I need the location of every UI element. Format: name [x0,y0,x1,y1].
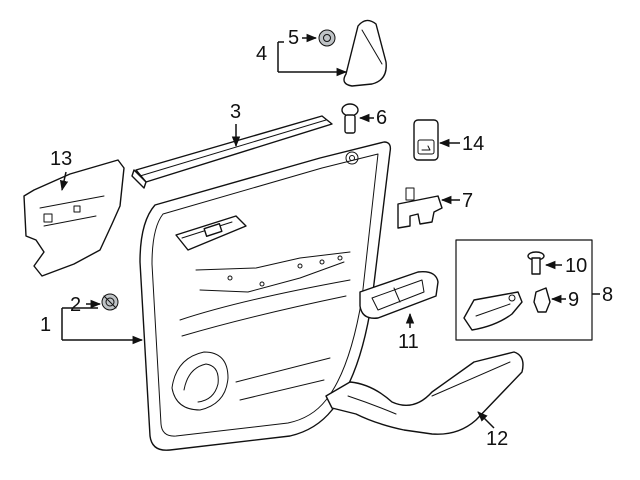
callout-label: 6 [376,107,387,129]
callout-label: 9 [568,289,579,311]
callout-label: 14 [462,133,484,155]
parts-8-group-box [455,239,593,341]
callout-label: 11 [398,331,419,353]
callout-8: 8 [592,284,613,306]
callout-label: 7 [462,190,473,212]
callout-label: 4 [256,43,267,65]
callout-label: 2 [70,294,81,316]
clip-part-2 [101,293,119,311]
callout-2: 2 [70,294,102,316]
callout-label: 1 [40,314,51,336]
pull-cup [359,271,439,319]
belt-weatherstrip [131,115,333,189]
bracket-part-7 [397,187,443,229]
callout-label: 5 [288,27,299,49]
callout-10: 10 [544,255,587,277]
callout-1: 1 [40,307,144,345]
callout-label: 12 [486,428,508,450]
window-switch [413,119,439,161]
clip-part-9 [533,287,551,313]
callout-label: 3 [230,101,241,123]
callout-11: 11 [398,312,419,353]
callout-5: 5 [288,27,318,49]
callout-label: 10 [565,255,587,277]
callout-label: 8 [602,284,613,306]
retainer-part-6 [341,103,359,134]
door-trim-panel [139,141,392,451]
callout-13: 13 [50,148,72,192]
water-deflector [23,159,125,277]
callout-7: 7 [440,190,473,212]
callout-4: 4 [256,41,348,77]
screw-part-10 [527,251,545,275]
callout-label: 13 [50,148,72,170]
armrest-pad [325,351,524,435]
callout-12: 12 [477,411,508,450]
callout-14: 14 [438,133,484,155]
callout-6: 6 [358,107,387,129]
callout-9: 9 [550,289,579,311]
callout-3: 3 [230,101,241,148]
mirror-cover [343,19,387,87]
nut-part-5 [318,29,336,47]
